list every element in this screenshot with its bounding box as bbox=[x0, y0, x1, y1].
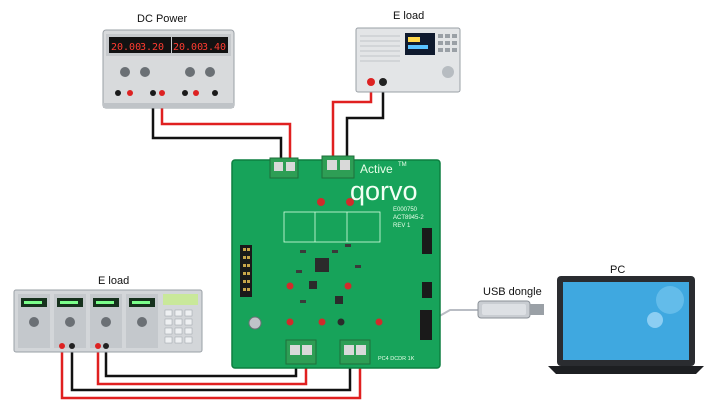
board-rev: REV 1 bbox=[393, 223, 411, 229]
board-note: PC4 DCDR 1K bbox=[378, 356, 415, 362]
wires bbox=[60, 86, 478, 400]
dc-display-2: 3.20 bbox=[140, 42, 164, 53]
usb-dongle-device bbox=[477, 300, 544, 319]
eload-left-instrument bbox=[13, 289, 203, 353]
label-eload-top: E load bbox=[393, 10, 425, 22]
header-right-1 bbox=[422, 228, 432, 254]
usb-cable bbox=[435, 309, 478, 319]
wire-dc-power-black bbox=[151, 103, 283, 161]
label-dc-power: DC Power bbox=[137, 13, 188, 25]
eload-top-screen bbox=[405, 33, 435, 55]
label-pc: PC bbox=[610, 264, 626, 276]
pmic-chip bbox=[315, 258, 329, 272]
eload-top-instrument bbox=[355, 27, 461, 93]
dc-knob bbox=[140, 67, 150, 77]
wire-eload-left-black-2 bbox=[104, 350, 298, 378]
wire-eload-top-black bbox=[345, 86, 385, 158]
label-usb-dongle: USB dongle bbox=[483, 286, 542, 298]
wire-dc-power-red bbox=[160, 103, 292, 161]
header-right-2 bbox=[422, 282, 432, 298]
board-part: ACT8945-2 bbox=[393, 215, 424, 221]
board-active-mark: Active bbox=[360, 162, 393, 176]
header-right-usb bbox=[420, 310, 432, 340]
pc-laptop bbox=[548, 276, 704, 374]
reset-button bbox=[248, 316, 262, 330]
eload-top-terminal-positive bbox=[367, 78, 375, 86]
board-brand: qorvo bbox=[350, 176, 418, 206]
wire-eload-left-black-1 bbox=[70, 350, 352, 392]
laptop-base bbox=[548, 366, 704, 374]
dc-knob bbox=[120, 67, 130, 77]
wire-eload-left-red-2 bbox=[96, 350, 308, 386]
qorvo-evaluation-board: Active TM qorvo E000750 ACT8945-2 REV 1 … bbox=[231, 155, 441, 369]
dc-display-4: 3.40 bbox=[202, 42, 226, 53]
dc-display-3: 20.00 bbox=[173, 42, 203, 53]
dc-display-1: 20.00 bbox=[111, 42, 141, 53]
label-eload-left: E load bbox=[98, 275, 130, 287]
eload-top-terminal-negative bbox=[379, 78, 387, 86]
board-tm: TM bbox=[398, 162, 407, 168]
eload-left-lcd bbox=[163, 294, 198, 305]
board-model: E000750 bbox=[393, 207, 418, 213]
wire-eload-left-red-1 bbox=[60, 350, 362, 400]
dc-knob bbox=[205, 67, 215, 77]
dc-knob bbox=[185, 67, 195, 77]
wire-eload-top-red bbox=[331, 86, 373, 158]
dc-power-supply: 20.00 3.20 20.00 3.40 bbox=[102, 29, 235, 109]
